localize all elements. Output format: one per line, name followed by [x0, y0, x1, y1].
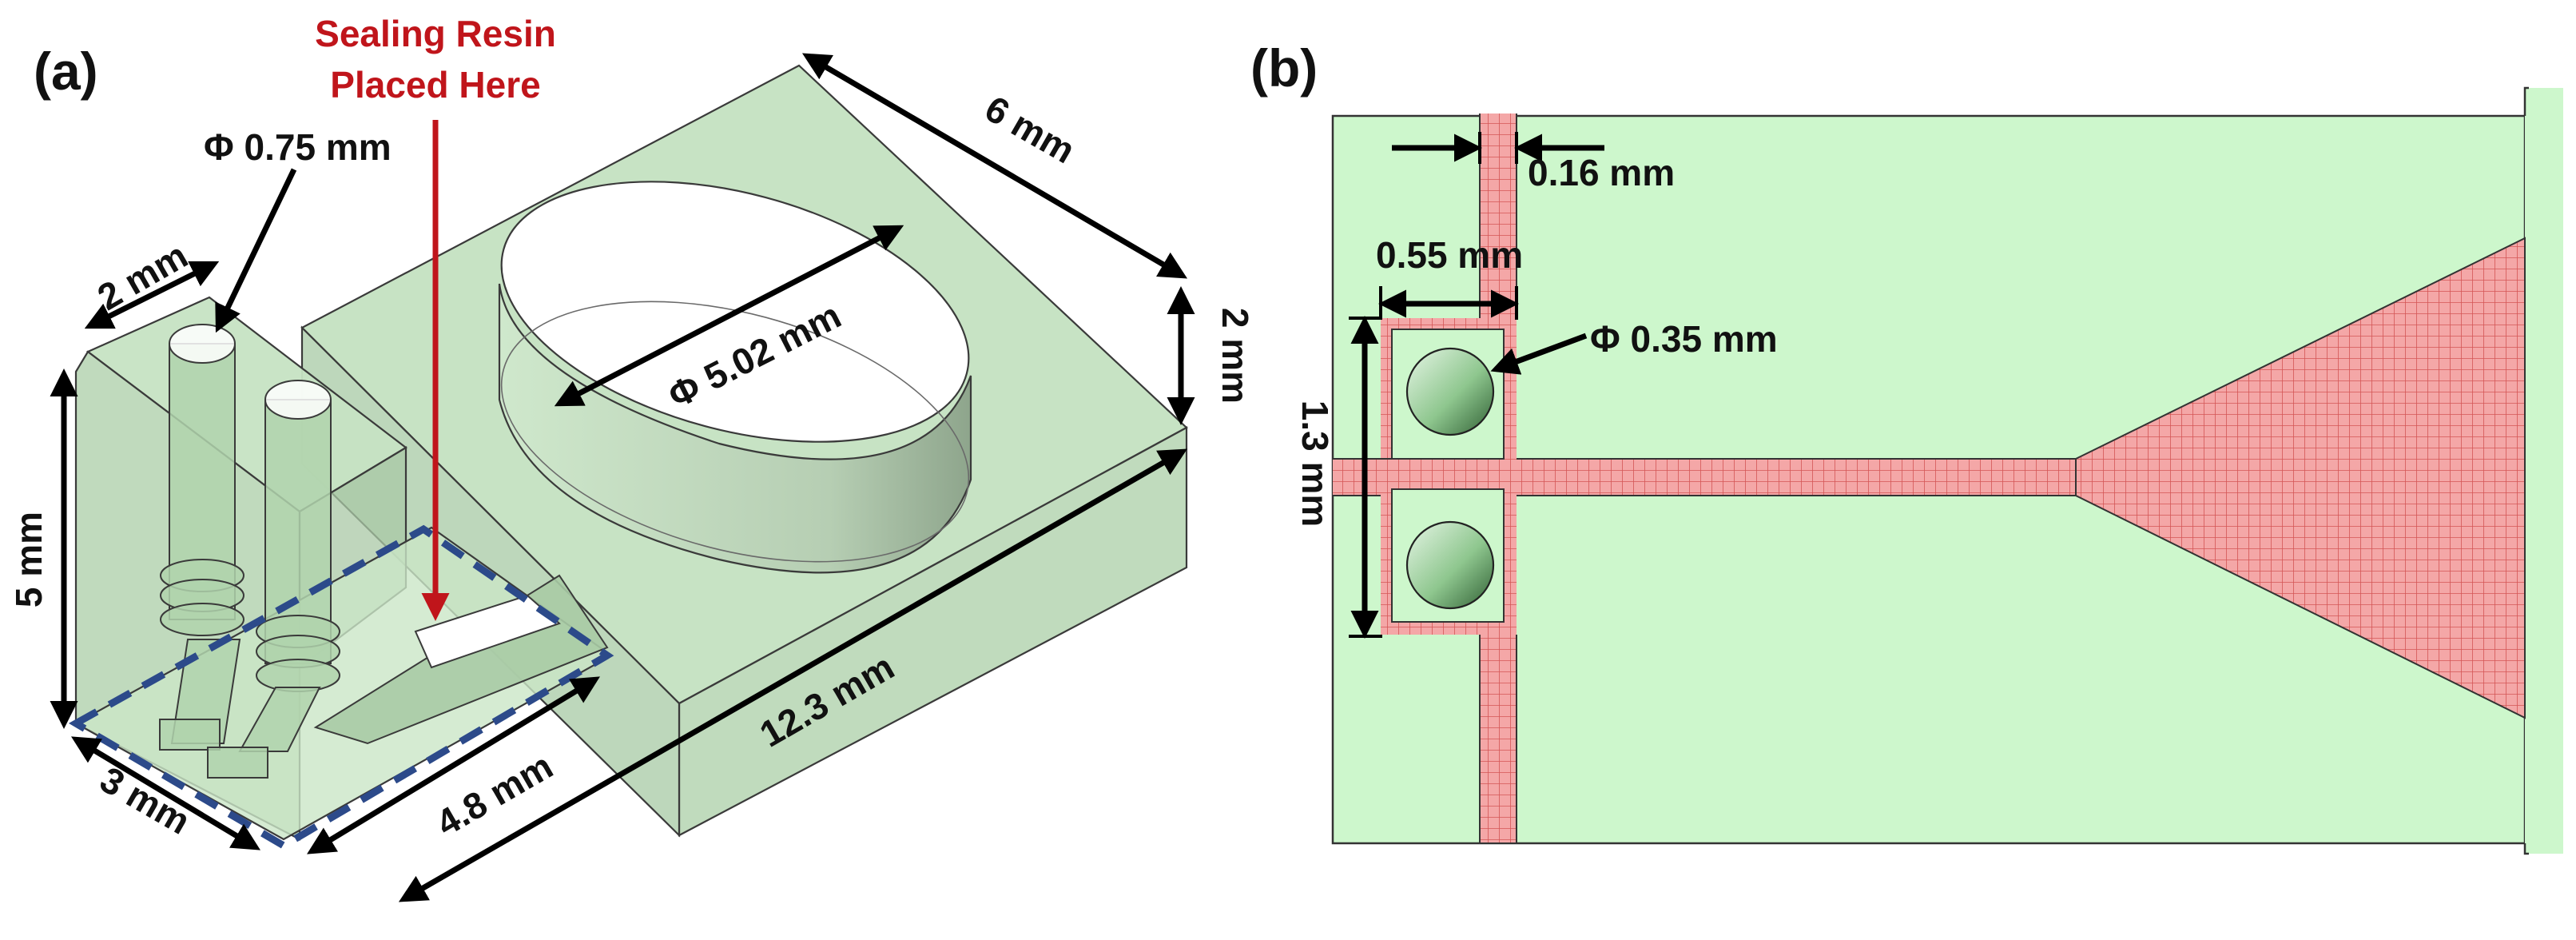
substrate-right-edge: [2525, 88, 2563, 854]
panel-a-label: (a): [34, 42, 98, 101]
hole-diameter-label: Φ 0.75 mm: [204, 126, 392, 168]
lower-hole: [1405, 520, 1495, 610]
dim-2mm-top-label: 2 mm: [90, 234, 194, 318]
port-tubes: [159, 324, 340, 779]
dim-12-3mm: [398, 448, 1188, 902]
dim-0-16mm-label: 0.16 mm: [1528, 152, 1675, 193]
dim-3mm: [70, 736, 261, 850]
dim-4-8mm-label: 4.8 mm: [429, 745, 559, 844]
dim-6mm: [801, 53, 1188, 279]
dim-2mm-top: [84, 261, 220, 329]
tapered-channel: [2075, 237, 2526, 719]
panel-a: (a): [8, 13, 1256, 902]
dim-2mm-right-label: 2 mm: [1214, 308, 1256, 404]
annotation-line1: Sealing Resin: [315, 13, 556, 54]
dim-1-3mm-label: 1.3 mm: [1294, 400, 1336, 528]
dim-5mm-label: 5 mm: [8, 512, 50, 607]
hole-0-35mm-leader: [1490, 333, 1588, 375]
annotation-line2: Placed Here: [330, 64, 540, 106]
upper-hole: [1405, 347, 1495, 436]
hole-0-35mm-label: Φ 0.35 mm: [1590, 318, 1778, 360]
dim-6mm-label: 6 mm: [978, 87, 1082, 171]
dim-0-55mm-label: 0.55 mm: [1376, 234, 1523, 276]
hole-leader: [215, 168, 297, 333]
panel-b: (b) 0.16 mm 0.55 mm Φ: [1250, 38, 2563, 855]
panel-b-label: (b): [1250, 38, 1318, 98]
dim-well-diameter: [554, 225, 904, 407]
